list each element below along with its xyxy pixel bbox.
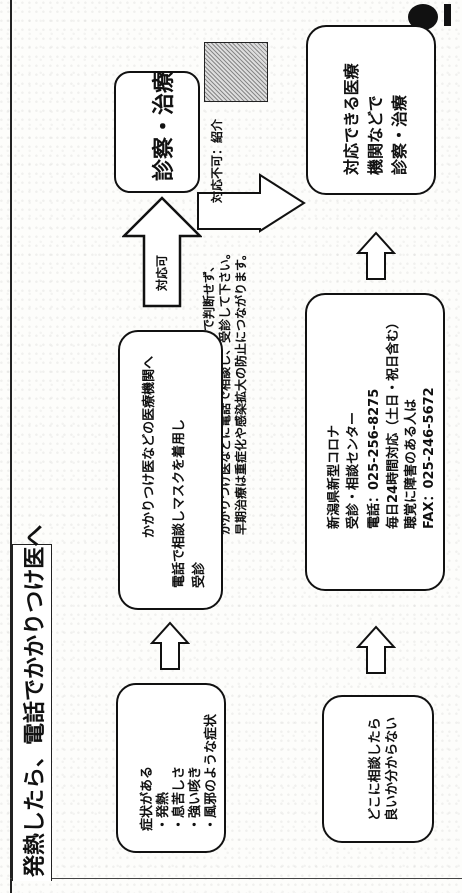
title-bar: 発熱したら、電話でかかりつけ医へ xyxy=(12,525,52,881)
result-line: 対応できる医療 xyxy=(342,63,361,175)
referral-arrow-icon xyxy=(197,173,306,233)
clinic-line: 受診 xyxy=(192,561,207,588)
arrow-label-available: 対応可 xyxy=(155,254,169,291)
left-border-line xyxy=(10,0,12,893)
right-arrow-icon xyxy=(150,621,190,670)
symptoms-box: 症状がある ・発熱 ・息苦しさ ・強い咳き ・風邪のような症状 xyxy=(116,683,226,853)
center-line: 聴覚に障害のある人は xyxy=(404,398,419,529)
center-line: 毎日24時間対応（土日・祝日含む） xyxy=(386,315,401,529)
result-line: 機関などで xyxy=(366,95,385,175)
result-line: 診察・治療 xyxy=(390,94,409,175)
clinic-line: かかりつけ医などの医療機関へ xyxy=(142,355,157,538)
unsure-box: どこに相談したら 良いか分からない xyxy=(322,695,434,843)
center-fax: FAX：025-246-5672 xyxy=(422,387,437,529)
unsure-line: 良いか分からない xyxy=(385,716,400,821)
right-arrow-icon xyxy=(356,625,396,674)
consultation-center-box: 新潟県新型コロナ 受診・相談センター 電話：025-256-8275 毎日24時… xyxy=(305,293,445,591)
bottom-border-line xyxy=(10,878,462,879)
result-box-lower: 対応できる医療 機関などで 診察・治療 xyxy=(306,25,436,195)
right-arrow-icon xyxy=(122,196,202,308)
symptom-item: ・風邪のような症状 xyxy=(204,713,219,831)
decorative-image-fragment xyxy=(204,42,268,102)
notice-line-3: 早期治療は重症化や感染拡大の防止につながります。 xyxy=(234,248,248,535)
clinic-box: かかりつけ医などの医療機関へ 電話で相談しマスクを着用し 受診 xyxy=(118,330,223,610)
result-label: 診察・治療 xyxy=(152,70,177,181)
center-line: 受診・相談センター xyxy=(346,411,361,529)
result-box-upper: 診察・治療 xyxy=(114,71,200,193)
decorative-bar-fragment xyxy=(444,4,451,26)
page-title: 発熱したら、電話でかかりつけ医へ xyxy=(23,524,48,877)
arrow-label-unavailable: 対応不可：紹介 xyxy=(210,118,224,203)
center-line: 新潟県新型コロナ xyxy=(327,424,342,529)
center-phone: 電話：025-256-8275 xyxy=(367,388,382,529)
right-arrow-icon xyxy=(356,231,396,280)
clinic-line: 電話で相談しマスクを着用し xyxy=(172,418,187,588)
